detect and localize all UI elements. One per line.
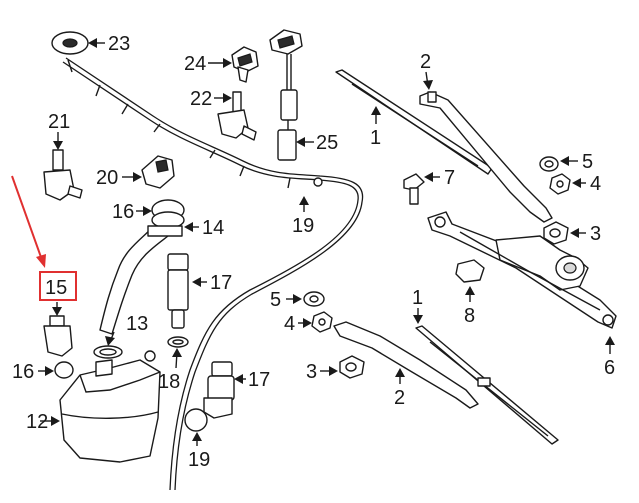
callout-19: 19 (292, 196, 314, 237)
callout-label: 16 (112, 201, 134, 223)
callout-label: 6 (604, 357, 615, 379)
callout-label: 3 (590, 223, 601, 245)
callout-label: 3 (306, 361, 317, 383)
callout-10: 14 (184, 217, 224, 239)
callout-24: 24 (184, 53, 232, 75)
part-13-pump (43, 315, 73, 357)
callout-label: 22 (190, 88, 212, 110)
part-12-filler-cap (151, 199, 185, 229)
callout-6: 6 (604, 336, 615, 379)
callout-label: 19 (292, 215, 314, 237)
part-11-seal-ring (93, 345, 123, 359)
part-2-wiper-arm-lower (333, 321, 479, 409)
callout-label: 2 (394, 387, 405, 409)
callout-5-lower: 5 (270, 289, 302, 311)
callout-4-lower: 4 (284, 313, 312, 335)
part-21-connector (43, 149, 83, 201)
part-4-nut-upper (549, 173, 571, 195)
callout-label: 23 (108, 33, 130, 55)
callout-4-upper: 4 (572, 173, 601, 195)
callout-label: 17 (248, 369, 270, 391)
callout-23: 23 (88, 33, 130, 55)
callout-5-upper: 5 (560, 151, 593, 173)
callout-3-lower: 3 (306, 361, 338, 383)
callout-18: 19 (188, 432, 210, 471)
part-18-grommet (184, 408, 208, 432)
callout-21: 21 (48, 111, 70, 150)
part-2-wiper-arm-upper (419, 91, 553, 223)
callout-label: 12 (26, 411, 48, 433)
callout-14: 16 (12, 361, 54, 383)
callout-label: 13 (126, 313, 148, 335)
callout-9: 12 (26, 411, 60, 433)
callout-label: 1 (370, 127, 381, 149)
part-5-washer-lower (303, 291, 325, 307)
part-14-grommet (54, 361, 74, 379)
callout-label: 4 (590, 173, 601, 195)
callout-label: 5 (582, 151, 593, 173)
part-24-nozzle (231, 46, 259, 83)
callout-label: 18 (158, 371, 180, 393)
part-19-washer-hose (62, 57, 364, 491)
callout-label: 21 (48, 111, 70, 133)
callout-22: 22 (190, 88, 232, 110)
part-20-clip (141, 155, 175, 189)
callout-label: 20 (96, 167, 118, 189)
part-6-wiper-linkage (427, 211, 617, 329)
part-23-grommet (51, 31, 89, 55)
callout-label: 15 (45, 277, 67, 299)
callout-label: 2 (420, 51, 431, 73)
part-8-bracket (455, 259, 485, 283)
highlight-arrow-icon (36, 254, 46, 268)
part-15-level-sensor (167, 253, 189, 329)
callout-label: 25 (316, 132, 338, 154)
part-3-cap-lower (339, 355, 365, 379)
callout-label: 8 (464, 305, 475, 327)
callout-label: 14 (202, 217, 224, 239)
part-10-filler-neck (99, 225, 183, 335)
callout-2-lower: 2 (394, 368, 405, 409)
highlight-box (39, 271, 77, 301)
callout-label: 19 (188, 449, 210, 471)
callout-8: 8 (464, 286, 475, 327)
callout-20: 20 (96, 167, 142, 189)
callout-label: 24 (184, 53, 206, 75)
part-4-nut-lower (311, 311, 333, 333)
part-7-bolt (403, 173, 425, 205)
callout-25: 25 (296, 132, 338, 154)
callout-label: 17 (210, 272, 232, 294)
part-5-washer-upper (539, 156, 559, 172)
callout-16: 17 (234, 369, 270, 391)
part-17-grommet (167, 336, 189, 348)
part-9-reservoir (59, 350, 161, 463)
callout-11: 13 (105, 313, 148, 346)
callout-2-upper: 2 (420, 51, 433, 90)
part-16-pump (203, 361, 235, 419)
part-1-wiper-blade-lower (415, 325, 559, 445)
callout-1-lower: 1 (412, 287, 423, 324)
callout-17: 18 (158, 348, 182, 393)
callout-13-highlighted: 15 (11, 175, 77, 316)
callout-7: 7 (424, 167, 455, 189)
callout-15: 17 (192, 272, 232, 294)
callout-1-upper: 1 (370, 106, 381, 149)
callout-label: 1 (412, 287, 423, 309)
highlight-pointer-line (11, 175, 43, 261)
callout-12: 16 (112, 201, 152, 223)
part-25-heated-nozzle (269, 29, 303, 161)
callout-3-upper: 3 (570, 223, 601, 245)
callout-label: 4 (284, 313, 295, 335)
callout-label: 7 (444, 167, 455, 189)
part-1-wiper-blade-upper (335, 69, 493, 175)
callout-label: 16 (12, 361, 34, 383)
part-22-check-valve (217, 91, 257, 141)
callout-label: 5 (270, 289, 281, 311)
